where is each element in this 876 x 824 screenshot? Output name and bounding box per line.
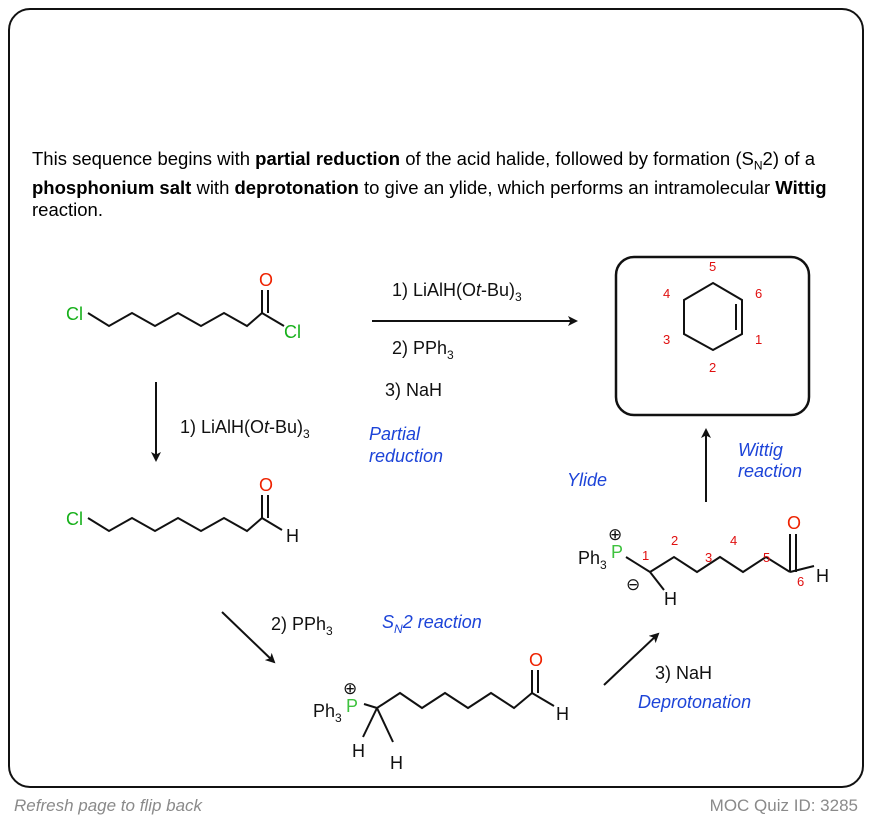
chain-numbers: 1 2 3 4 5 6	[642, 533, 804, 589]
top-reagent-2: 2) PPh3	[392, 338, 454, 362]
refresh-hint: Refresh page to flip back	[14, 796, 203, 815]
deprotonation-label: Deprotonation	[638, 692, 751, 712]
ylide-hydrogen-alpha: H	[664, 589, 677, 609]
ylide-ph3: Ph3	[578, 548, 607, 572]
chain-number-3: 3	[705, 550, 712, 565]
ring-number-1: 1	[755, 332, 762, 347]
chain-number-6: 6	[797, 574, 804, 589]
sn2-reaction-label: SN2 reaction	[382, 612, 482, 636]
chain-number-4: 4	[730, 533, 737, 548]
hydrogen-atom: H	[286, 526, 299, 546]
intro-part: with	[191, 176, 235, 198]
ring-number-4: 4	[663, 286, 670, 301]
step3-reagent: 3) NaH	[655, 663, 712, 683]
intro-bold-deprotonation: deprotonation	[234, 176, 359, 198]
phosphonium-salt-molecule	[362, 670, 555, 743]
acid-chloride-molecule	[87, 290, 285, 328]
partial-reduction-label-1: Partial	[369, 424, 421, 444]
hydrogen-atom: H	[352, 741, 365, 761]
chlorine-atom-right: Cl	[284, 322, 301, 342]
chlorine-atom-left: Cl	[66, 304, 83, 324]
deprotonation-arrow	[603, 632, 660, 686]
ylide-molecule	[625, 534, 815, 591]
oxygen-atom: O	[529, 650, 543, 670]
ring-number-5: 5	[709, 259, 716, 274]
intro-bold-wittig: Wittig	[775, 176, 827, 198]
ring-number-6: 6	[755, 286, 762, 301]
chain-number-1: 1	[642, 548, 649, 563]
phosphonium-ph3: Ph3	[313, 701, 342, 725]
step2-reagent: 2) PPh3	[271, 614, 333, 638]
positive-charge: ⊕	[343, 679, 357, 698]
phosphorus-atom: P	[346, 696, 358, 716]
top-reagent-1: 1) LiAlH(Ot-Bu)3	[392, 280, 522, 304]
chain-number-2: 2	[671, 533, 678, 548]
wittig-label-1: Wittig	[738, 440, 783, 460]
ylide-positive-charge: ⊕	[608, 525, 622, 544]
quiz-id: MOC Quiz ID: 3285	[709, 796, 858, 815]
intro-part: to give an ylide, which performs an intr…	[358, 176, 776, 198]
intro-part: This sequence begins with	[32, 148, 256, 169]
ring-number-2: 2	[709, 360, 716, 375]
step1-reagent: 1) LiAlH(Ot-Bu)3	[180, 417, 310, 441]
hydrogen-atom: H	[390, 753, 403, 773]
ylide-phosphorus-atom: P	[611, 542, 623, 562]
intro-part: 2) of a	[762, 148, 815, 169]
ylide-aldehyde-hydrogen: H	[816, 566, 829, 586]
oxygen-atom: O	[259, 475, 273, 495]
product-box	[614, 255, 811, 417]
cyclohexene-molecule	[683, 281, 743, 352]
hydrogen-atom: H	[556, 704, 569, 724]
ylide-label: Ylide	[567, 470, 607, 490]
oxygen-atom: O	[259, 270, 273, 290]
chloroaldehyde-molecule	[87, 495, 283, 533]
sn2-arrow	[221, 611, 276, 664]
wittig-label-2: reaction	[738, 461, 802, 481]
top-reagent-3: 3) NaH	[385, 380, 442, 400]
quiz-card	[8, 8, 864, 788]
chain-number-5: 5	[763, 550, 770, 565]
intro-subscript-n: N	[753, 158, 763, 173]
ring-number-3: 3	[663, 332, 670, 347]
ylide-negative-charge: ⊖	[626, 575, 640, 594]
ylide-oxygen-atom: O	[787, 513, 801, 533]
chlorine-atom: Cl	[66, 509, 83, 529]
intro-bold-phosphonium-salt: phosphonium salt	[32, 176, 192, 198]
intro-part: reaction.	[32, 198, 103, 220]
partial-reduction-label-2: reduction	[369, 446, 443, 466]
intro-bold-partial-reduction: partial reduction	[255, 148, 401, 169]
intro-part: of the acid halide, followed by formatio…	[400, 148, 754, 169]
intro-text: This sequence begins with partial reduct…	[32, 148, 862, 221]
ring-numbers: 5 6 4 3 1 2	[663, 259, 762, 375]
